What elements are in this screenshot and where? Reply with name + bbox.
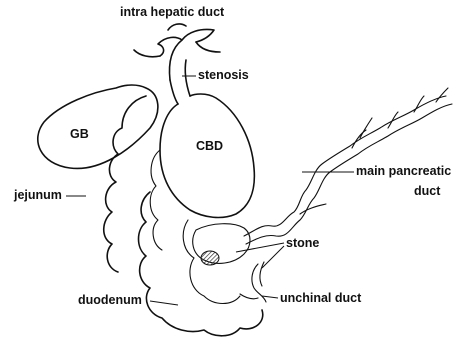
duodenum-outline [139, 192, 263, 336]
main-pancreatic-duct-label-line1: main pancreatic [356, 165, 451, 178]
jejunum-inner [150, 150, 162, 250]
stone-mark [201, 251, 219, 265]
jejunum-label: jejunum [14, 189, 62, 202]
duodenum-label: duodenum [78, 294, 142, 307]
stone-leader-1 [236, 243, 284, 252]
duodenum-leader [150, 301, 178, 305]
main-pancreatic-duct-label-line2: duct [414, 185, 440, 198]
unchinal-duct-label: unchinal duct [280, 292, 361, 305]
unchinal-duct-leader [262, 296, 278, 298]
cbd-outline [160, 94, 254, 217]
intra-hepatic-duct-label: intra hepatic duct [120, 6, 224, 19]
stenosis-segment [170, 60, 190, 104]
gb-label: GB [70, 128, 89, 141]
stone-leader-2 [262, 246, 284, 268]
stone-label: stone [286, 237, 319, 250]
stenosis-label: stenosis [198, 69, 249, 82]
cbd-label: CBD [196, 140, 223, 153]
